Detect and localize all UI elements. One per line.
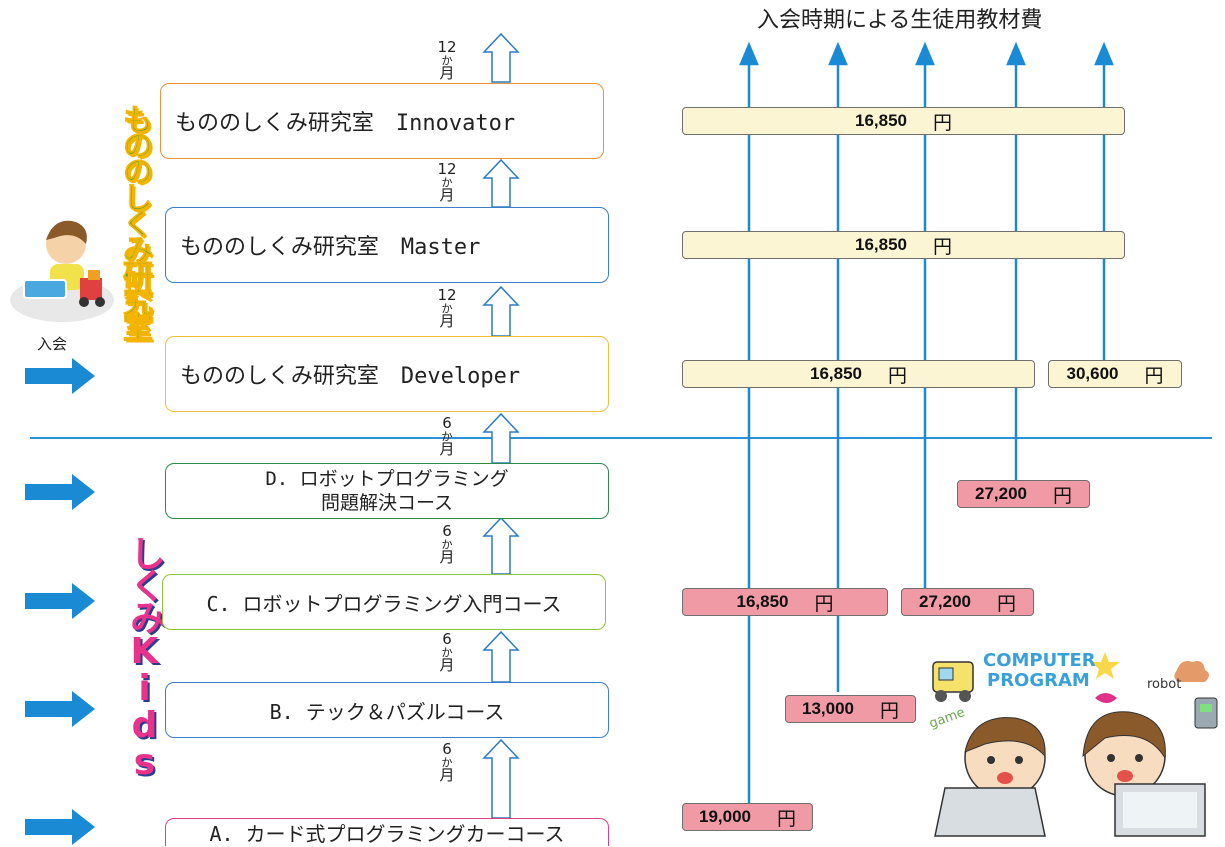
course-a-label: A. カード式プログラミングカーコース [209,822,565,846]
enroll-label: 入会 [37,335,68,353]
enroll-arrow-a [25,809,95,845]
course-innovator-label: もののしくみ研究室 Innovator [175,111,516,136]
up-arrow-6m-b [482,630,520,683]
course-b-label: B. テック＆パズルコース [269,699,505,724]
section-divider [30,437,1212,439]
robot-word: robot [1147,677,1181,692]
course-d-robot-problem-solving: D. ロボットプログラミング 問題解決コース [165,463,609,519]
enroll-arrow-c [25,583,95,619]
course-developer: もののしくみ研究室 Developer [165,336,609,412]
page-title: 入会時期による生徒用教材費 [757,8,1043,33]
course-b-tech-puzzle: B. テック＆パズルコース [165,682,609,738]
course-master: もののしくみ研究室 Master [165,207,609,283]
course-c-robot-intro: C. ロボットプログラミング入門コース [162,574,606,630]
enroll-arrow-developer [25,358,95,394]
up-arrow-12m-developer [482,285,520,337]
game-word: game [927,705,967,732]
course-developer-label: もののしくみ研究室 Developer [180,364,521,389]
computer-program-title-2: PROGRAM [987,670,1090,691]
computer-program-illustration: COMPUTER PROGRAM robot game [927,650,1218,837]
up-arrow-6m-d [482,412,520,464]
course-d-label-line1: D. ロボットプログラミング [265,468,509,490]
up-arrow-6m-a [482,738,520,819]
series-title-monoshikumi: もののしくみ研究室 [117,104,153,339]
course-master-label: もののしくみ研究室 Master [180,235,481,260]
up-arrow-12m-master [482,158,520,208]
course-c-label: C. ロボットプログラミング入門コース [206,591,562,616]
course-d-label-line2: 問題解決コース [320,492,454,514]
course-a-card-programming-car: A. カード式プログラミングカーコース [165,818,609,846]
up-arrow-6m-c [482,516,520,575]
up-arrow-12m-top [482,32,520,83]
child-with-tablet-illustration [10,220,114,322]
course-innovator: もののしくみ研究室 Innovator [160,83,604,159]
enroll-arrow-d [25,474,95,510]
enroll-arrow-b [25,691,95,727]
series-title-kids: しくみKids [124,535,165,779]
computer-program-title-1: COMPUTER [983,650,1096,671]
